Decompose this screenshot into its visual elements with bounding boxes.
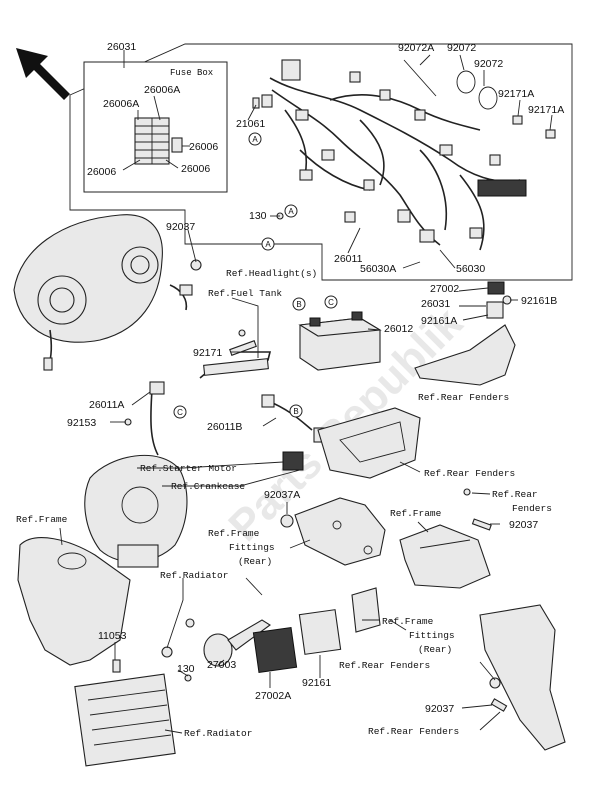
label-26011: 26011 (334, 253, 363, 265)
label-56030: 56030 (456, 263, 485, 275)
leader-lines (59, 50, 553, 734)
label-92072A: 92072A (398, 42, 434, 54)
bracket-92037 (471, 518, 492, 531)
label-92161A: 92161A (421, 315, 457, 327)
frame-left (17, 537, 131, 666)
fuse-box-title: Fuse Box (170, 68, 213, 78)
label-92171A-a: 92171A (498, 88, 534, 100)
label-92171A-b: 92171A (528, 104, 564, 116)
label-130-a: 130 (249, 210, 267, 222)
label-27002A: 27002A (255, 690, 291, 702)
label-92037-a: 92037 (166, 221, 195, 233)
callout-a2: A (288, 207, 294, 216)
callout-b2: B (293, 407, 298, 416)
ref-frame-fittings-1c: (Rear) (238, 556, 272, 567)
label-11053: 11053 (98, 630, 127, 642)
front-arrow-icon (16, 48, 70, 100)
label-92037A: 92037A (264, 489, 300, 501)
label-56030A: 56030A (360, 263, 396, 275)
ref-radiator-1: Ref.Radiator (160, 570, 228, 581)
frame-right (399, 524, 491, 589)
frame-fitting-center (294, 497, 386, 566)
label-92037-b: 92037 (509, 519, 538, 531)
rear-fender-tray (317, 407, 421, 479)
label-92037-c: 92037 (425, 703, 454, 715)
radiator-part (74, 673, 176, 767)
label-92161B: 92161B (521, 295, 557, 307)
label-26031-top: 26031 (107, 41, 136, 53)
ref-rear-fenders-5: Ref.Rear Fenders (368, 726, 459, 737)
label-26006-r2: 26006 (181, 163, 210, 175)
fuse-box-leaders (122, 95, 190, 171)
ref-fuel-tank: Ref.Fuel Tank (208, 288, 282, 299)
label-92072-b: 92072 (474, 58, 503, 70)
ref-rear-fenders-3a: Ref.Rear (492, 489, 538, 500)
horn-part (161, 618, 271, 667)
callout-c2: C (177, 408, 183, 417)
ref-frame-1: Ref.Frame (16, 514, 68, 525)
bolt-130-lower (184, 674, 192, 682)
label-26006A-a: 26006A (144, 84, 180, 96)
callout-b1: B (296, 300, 301, 309)
callout-a3: A (265, 240, 271, 249)
ref-frame-fittings-1a: Ref.Frame (208, 528, 260, 539)
label-92161: 92161 (302, 677, 331, 689)
ref-frame-fittings-2c: (Rear) (418, 644, 452, 655)
headlight-assembly (13, 214, 202, 371)
label-92072-a: 92072 (447, 42, 476, 54)
label-21061: 21061 (236, 118, 265, 130)
crankcase-part (84, 454, 188, 568)
label-26006-r1: 26006 (189, 141, 218, 153)
label-130-b: 130 (177, 663, 195, 675)
label-26006A-b: 26006A (103, 98, 139, 110)
hose-11053 (112, 659, 121, 673)
label-92171: 92171 (193, 347, 222, 359)
label-26011A: 26011A (89, 399, 124, 411)
bolt-92037-upper (463, 488, 471, 496)
label-26031-b: 26031 (421, 298, 450, 310)
ref-frame-2: Ref.Frame (390, 508, 442, 519)
ref-crankcase: Ref.Crankcase (171, 481, 245, 492)
callout-a1: A (252, 135, 258, 144)
ecu-part (252, 587, 381, 674)
label-26011B: 26011B (207, 421, 242, 433)
ref-starter-motor: Ref.Starter Motor (140, 463, 237, 474)
label-26006-l: 26006 (87, 166, 116, 178)
ref-frame-fittings-2a: Ref.Frame (382, 616, 434, 627)
callout-circles: A A A B B C C (173, 132, 338, 419)
ref-frame-fittings-2b: Fittings (409, 630, 455, 641)
fuse-box-part (134, 117, 183, 165)
ref-frame-fittings-1b: Fittings (229, 542, 275, 553)
battery-part (298, 311, 382, 371)
ref-rear-fenders-4: Ref.Rear Fenders (339, 660, 430, 671)
ref-rear-fenders-1: Ref.Rear Fenders (418, 392, 509, 403)
label-27002: 27002 (430, 283, 459, 295)
callout-c1: C (328, 298, 334, 307)
label-26012: 26012 (384, 323, 413, 335)
ref-headlight: Ref.Headlight(s) (226, 268, 317, 279)
harness-group-frame (69, 43, 573, 281)
ref-rear-fenders-2: Ref.Rear Fenders (424, 468, 515, 479)
labels: 26031 Fuse Box 26006A 26006A 26006 26006… (16, 41, 564, 739)
ref-radiator-2: Ref.Radiator (184, 728, 252, 739)
rear-fender-lower-right (479, 604, 566, 751)
label-27003: 27003 (207, 659, 236, 671)
label-92153: 92153 (67, 417, 96, 429)
main-wiring-harness (252, 59, 556, 251)
ref-rear-fenders-3b: Fenders (512, 503, 552, 514)
